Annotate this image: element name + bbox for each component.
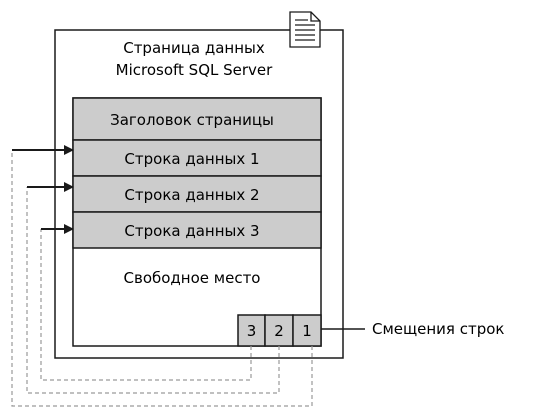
page-title-line1: Страница данных xyxy=(123,39,265,57)
page-header-block xyxy=(72,97,322,141)
offset-2-connector xyxy=(26,187,280,394)
row-offsets-callout-label: Смещения строк xyxy=(372,320,504,338)
offset-3-connector xyxy=(40,229,252,381)
data-row-1-label: Строка данных 1 xyxy=(124,150,259,168)
data-row-3-block xyxy=(72,211,322,249)
data-row-1-block xyxy=(72,139,322,177)
document-icon xyxy=(289,11,321,48)
row-offset-slot-1-label: 1 xyxy=(302,322,312,340)
data-row-2-label: Строка данных 2 xyxy=(124,186,259,204)
row-offset-slot-3-label: 3 xyxy=(247,322,257,340)
data-row-2-block xyxy=(72,175,322,213)
offset-1-connector xyxy=(11,150,313,407)
row-offset-slot-3 xyxy=(237,314,266,347)
page-header-label: Заголовок страницы xyxy=(110,111,274,129)
free-space-label: Свободное место xyxy=(124,269,261,287)
page-title-line2: Microsoft SQL Server xyxy=(116,61,274,79)
row-offset-slot-2-label: 2 xyxy=(274,322,284,340)
row-offset-slot-1 xyxy=(292,314,322,347)
data-row-3-label: Строка данных 3 xyxy=(124,222,259,240)
